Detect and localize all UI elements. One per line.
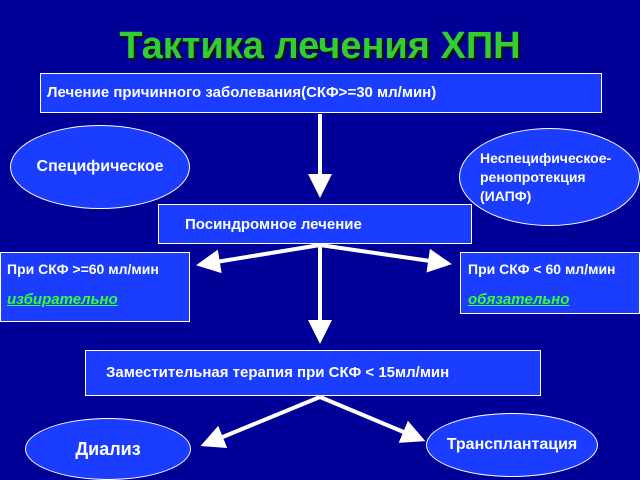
arrow-replacement-to-transplant (319, 395, 426, 443)
nonspecific-label: Неспецифическое- ренопротекция (ИАПФ) (480, 149, 612, 204)
arrow-syndromic-to-high (196, 243, 321, 274)
specific-ellipse: Специфическое (10, 125, 190, 209)
transplant-ellipse: Трансплантация (426, 413, 598, 477)
syndromic-treatment-label: Посиндромное лечение (185, 216, 362, 233)
dialysis-ellipse: Диализ (25, 418, 191, 480)
causal-treatment-box: Лечение причинного заболевания(СКФ>=30 м… (40, 73, 602, 113)
arrow-syndromic-to-low (319, 243, 452, 273)
causal-treatment-label: Лечение причинного заболевания(СКФ>=30 м… (47, 84, 437, 101)
gfr-high-box: При СКФ >=60 мл/мин избирательно (0, 252, 190, 322)
specific-label: Специфическое (36, 158, 164, 175)
nonspecific-ellipse: Неспецифическое- ренопротекция (ИАПФ) (459, 128, 640, 226)
gfr-high-label: При СКФ >=60 мл/мин (7, 261, 159, 277)
gfr-low-label: При СКФ < 60 мл/мин (468, 261, 616, 277)
syndromic-treatment-box: Посиндромное лечение (158, 204, 472, 244)
gfr-low-note: обязательно (468, 291, 570, 308)
arrow-replacement-to-dialysis (200, 395, 321, 449)
transplant-label: Трансплантация (446, 436, 578, 453)
gfr-low-box: При СКФ < 60 мл/мин обязательно (460, 252, 640, 314)
gfr-high-note: избирательно (7, 291, 118, 308)
replacement-therapy-box: Заместительная терапия при СКФ < 15мл/ми… (85, 350, 541, 396)
dialysis-label: Диализ (75, 438, 141, 459)
replacement-therapy-label: Заместительная терапия при СКФ < 15мл/ми… (106, 364, 450, 381)
page-title: Тактика лечения ХПН (119, 25, 521, 67)
